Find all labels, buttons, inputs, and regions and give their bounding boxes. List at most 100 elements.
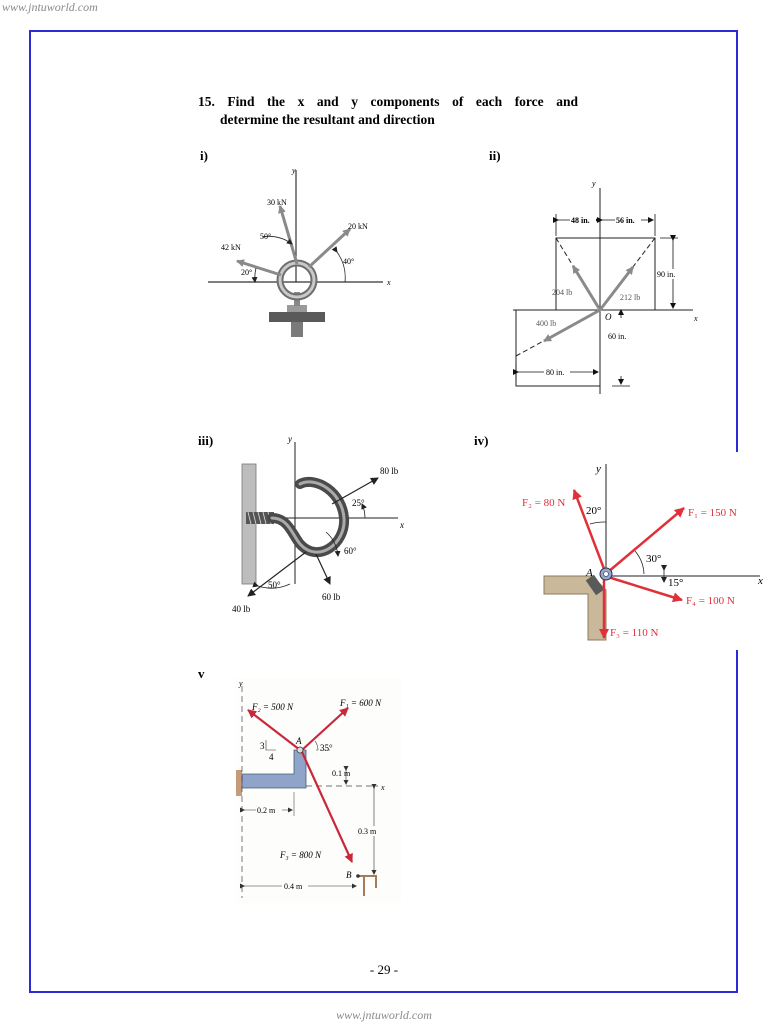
lower-box [515, 310, 601, 387]
question-line-1: 15. Find the x and y components of each … [198, 94, 578, 109]
force-arrow-60lb [315, 553, 331, 585]
threaded-shank [246, 512, 274, 524]
thread-lines [247, 511, 272, 525]
force-label-80lb: 80 lb [380, 466, 399, 476]
dim-label-80in: 80 in. [546, 368, 564, 377]
hook-highlight [270, 480, 346, 554]
angle-label-25: 25° [352, 498, 365, 508]
axis-y-label: y [595, 463, 601, 475]
part-label-ii: ii) [489, 148, 501, 163]
axis-y-label: y [287, 434, 292, 444]
label-bg [544, 368, 570, 377]
watermark-top: www.jntuworld.com [2, 0, 98, 14]
point-b [356, 874, 360, 878]
angle-arc-25 [361, 503, 367, 519]
point-b-label: B [346, 870, 352, 880]
angle-arc-30 [634, 550, 645, 575]
force-label-f3: F₃ = 800 N [279, 850, 322, 860]
dim-label-0-1m: 0.1 m [332, 769, 351, 778]
slope-triangle [265, 740, 276, 751]
force-arrow-40lb [247, 551, 307, 597]
force-arrow-80lb [331, 477, 379, 505]
point-a-label: A [585, 567, 593, 579]
axis-x-label: x [693, 314, 698, 323]
figure-iv: y x 20° 30° 15° A F₂ = 80 N F₁ = 150 N F… [510, 452, 768, 650]
label-bg [256, 805, 282, 814]
bolt [291, 322, 303, 337]
figure-i: x y 30 kN 20 kN 42 kN 50° 40° 20° [208, 166, 391, 337]
pin-a [296, 746, 304, 754]
angle-label-15: 15° [668, 577, 683, 589]
dim-label-0-3m: 0.3 m [358, 827, 377, 836]
angle-label-35: 35° [320, 743, 333, 753]
axis-y-label: y [291, 166, 296, 175]
angle-label-30: 30° [646, 553, 661, 565]
force-arrow-f1 [301, 707, 349, 751]
support-b [358, 875, 377, 896]
question-line-2: determine the resultant and direction [220, 112, 435, 127]
figure-v: y x 3 4 A 35° 0.1 m 0.2 m 0.3 m B 0.4 m … [236, 678, 401, 903]
part-label-v: v [198, 666, 205, 681]
angle-arc-20 [589, 521, 607, 525]
pin-a-center [603, 571, 609, 577]
force-arrow-400lb [543, 308, 601, 343]
axis-x-label: x [757, 575, 763, 587]
force-arrow-30kn [278, 205, 299, 265]
force-arrow-20kn [307, 227, 352, 269]
angle-label-60: 60° [344, 546, 357, 556]
dim-label-56in: 56 in. [616, 216, 635, 225]
force-label-f2: F₂ = 500 N [251, 702, 294, 712]
figure-iii: x y 80 lb 40 lb 60 lb 25° 60° 50° [232, 434, 404, 614]
eye-ring-highlight [278, 261, 316, 299]
slope-label-4: 4 [269, 752, 274, 762]
force-arrow-f2 [247, 709, 301, 751]
part-label-i: i) [200, 148, 208, 163]
force-arrow-f4 [607, 575, 683, 603]
part-label-iii: iii) [198, 433, 214, 448]
force-arrow-f2 [572, 489, 608, 575]
axis-y-label: y [238, 679, 243, 688]
axis-x-label: x [386, 278, 391, 287]
force-label-204lb: 204 lb [552, 288, 572, 297]
force-label-f2: F₂ = 80 N [522, 497, 565, 509]
angle-label-50: 50° [260, 232, 271, 241]
axis-y-label: y [591, 179, 596, 188]
wall [236, 770, 242, 796]
angle-label-20: 20° [586, 505, 601, 517]
angle-label-20: 20° [241, 268, 252, 277]
origin-label: O [605, 312, 612, 322]
force-label-60lb: 60 lb [322, 592, 341, 602]
pin-block [585, 574, 605, 596]
force-label-40lb: 40 lb [232, 604, 251, 614]
force-label-400lb: 400 lb [536, 319, 556, 328]
label-bg [282, 881, 308, 890]
label-bg [656, 269, 686, 279]
angle-arc-50 [261, 235, 293, 245]
force-arrow-204lb [571, 265, 602, 311]
figure-ii: x y 48 in. 56 in. 90 in. 60 in. 80 in. 2… [513, 179, 698, 394]
base-plate [269, 312, 325, 322]
force-arrow-f3 [300, 751, 354, 863]
angle-arc-20 [251, 267, 258, 283]
angle-arc-35 [314, 740, 319, 751]
dim-label-0-4m: 0.4 m [284, 882, 303, 891]
upper-box [555, 237, 656, 311]
force-label-f3: F₃ = 110 N [610, 627, 658, 639]
force-arrow-212lb [598, 266, 635, 311]
nut [287, 305, 307, 312]
force-label-f4: F₄ = 100 N [686, 595, 735, 607]
force-label-30kn: 30 kN [267, 198, 287, 207]
angle-arc-60 [325, 531, 341, 557]
point-a-label: A [295, 736, 302, 746]
question-title: 15. Find the x and y components of each … [198, 93, 578, 129]
force-label-f1: F₁ = 600 N [339, 698, 382, 708]
slope-label-3: 3 [260, 741, 265, 751]
force-label-20kn: 20 kN [348, 222, 368, 231]
dim-label-48in: 48 in. [571, 216, 590, 225]
watermark-bottom: www.jntuworld.com [336, 1008, 432, 1022]
force-label-212lb: 212 lb [620, 293, 640, 302]
force-arrow-f1 [607, 507, 685, 573]
dim-label-0-2m: 0.2 m [257, 806, 276, 815]
label-bg [615, 216, 641, 225]
axis-x-label: x [380, 783, 385, 792]
